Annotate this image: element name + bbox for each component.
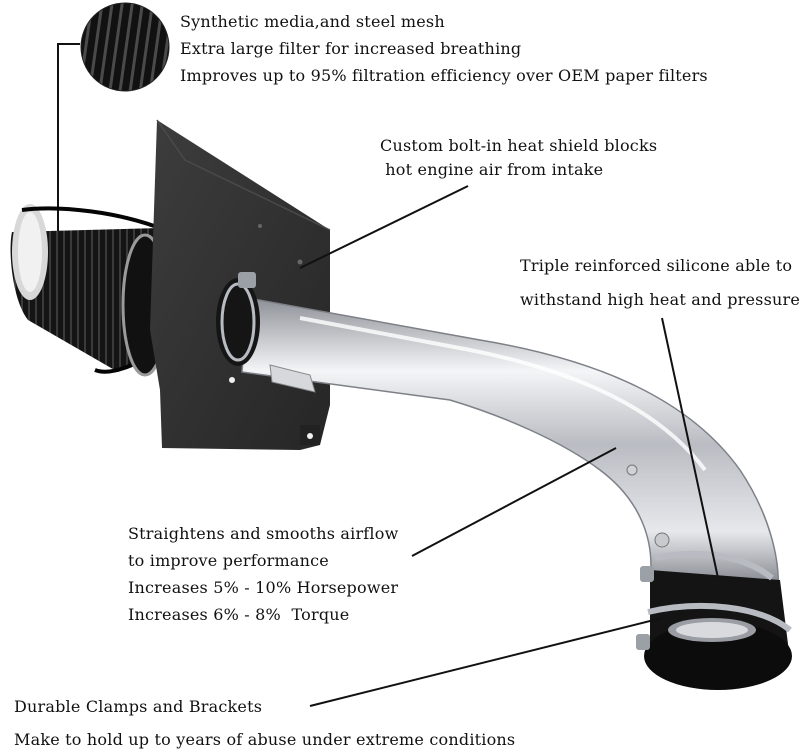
- filter-callout-line-3: Improves up to 95% filtration efficiency…: [180, 66, 708, 85]
- heat-shield-callout-line-1: Custom bolt-in heat shield blocks: [380, 136, 658, 155]
- clamps-leader-line: [309, 617, 663, 707]
- filter-callout: Synthetic media,and steel mesh Extra lar…: [180, 8, 708, 89]
- silicone-leader-line: [661, 317, 719, 579]
- airflow-callout-line-1: Straightens and smooths airflow: [128, 524, 399, 543]
- heat-shield-leader-line: [299, 185, 469, 269]
- filter-leader-line: [57, 43, 80, 243]
- silicone-callout: Triple reinforced silicone able to withs…: [520, 249, 800, 317]
- clamps-callout-line-2: Make to hold up to years of abuse under …: [14, 730, 516, 749]
- airflow-callout-line-3: Increases 5% - 10% Horsepower: [128, 578, 399, 597]
- filter-media-swatch: [80, 2, 170, 92]
- silicone-callout-line-1: Triple reinforced silicone able to: [520, 256, 793, 275]
- airflow-callout-line-2: to improve performance: [128, 551, 329, 570]
- cone-air-filter: [10, 204, 171, 377]
- heat-shield-callout-line-2: hot engine air from intake: [380, 160, 604, 179]
- filter-callout-line-2: Extra large filter for increased breathi…: [180, 39, 522, 58]
- clamps-callout-line-1: Durable Clamps and Brackets: [14, 697, 263, 716]
- filter-side-clamp: [216, 272, 260, 366]
- polished-intake-tube: [241, 297, 779, 591]
- clamps-callout: Durable Clamps and Brackets Make to hold…: [14, 690, 515, 756]
- filter-callout-line-1: Synthetic media,and steel mesh: [180, 12, 445, 31]
- airflow-callout: Straightens and smooths airflow to impro…: [128, 520, 398, 628]
- silicone-callout-line-2: withstand high heat and pressure: [520, 290, 800, 309]
- silicone-coupler: [636, 550, 792, 690]
- airflow-leader-line: [411, 447, 617, 557]
- airflow-callout-line-4: Increases 6% - 8% Torque: [128, 605, 350, 624]
- heat-shield-callout: Custom bolt-in heat shield blocks hot en…: [380, 134, 657, 182]
